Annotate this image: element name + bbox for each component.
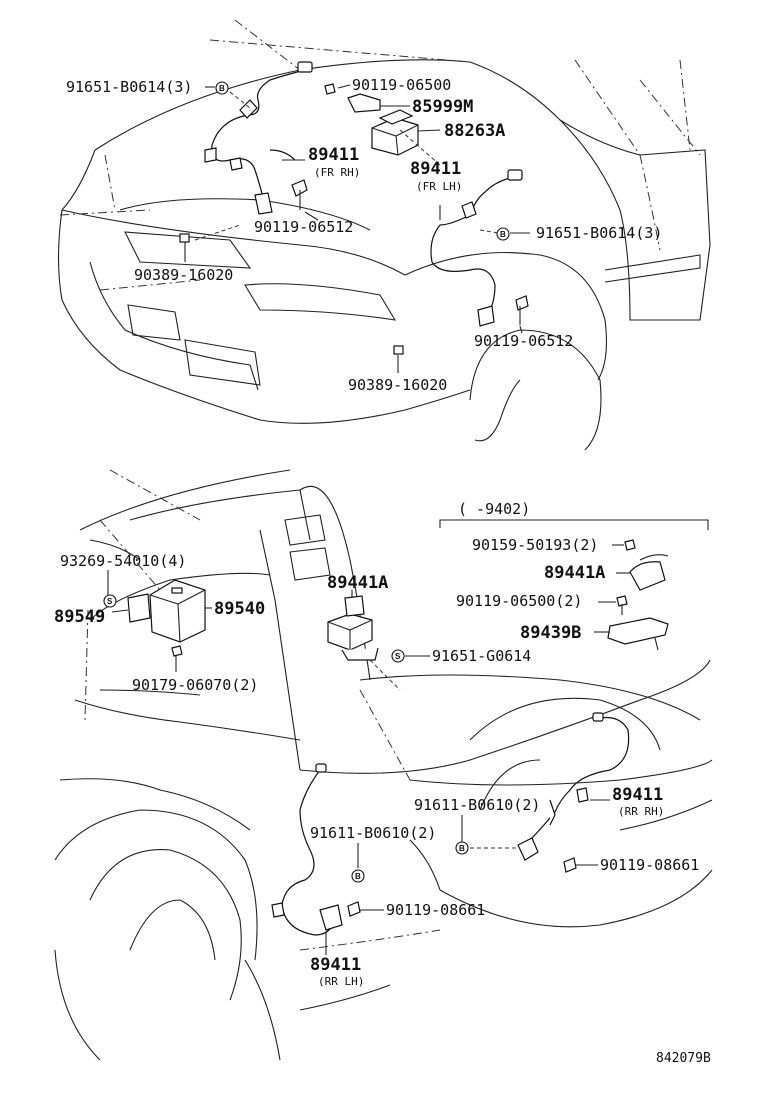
bolt-sensor [624,539,636,551]
bolt-fr-rh [291,179,308,197]
label-actuator: 88263A [444,121,505,141]
label-clip-right: 91651-B0614(3) [536,224,662,242]
rear-parts [127,539,669,936]
bolt-rr-rh [563,857,577,873]
clip-nut-bottom [393,345,404,355]
sensor-fr-rh-harness [211,69,306,206]
label-sensor-fr-rh-side: (FR RH) [314,166,360,179]
sensor-rr-rh-connector [592,712,604,722]
symbol-b-rr-rh: B [455,841,469,855]
sensor-rr-lh-connector [315,763,327,773]
label-bolt-sensor: 90159-50193(2) [472,536,598,554]
label-sensor-rr-rh: 89411 [612,785,663,805]
symbol-b-rr-lh: B [351,869,365,883]
sensor-bracket [607,617,669,645]
actuator-bracket [347,93,381,113]
nut-ecu [171,645,183,657]
symbol-s-sensor: S [391,649,405,663]
diagram-code: 842079B [656,1051,711,1066]
label-bracket-ecu: 89549 [54,607,105,627]
bolt-rr-lh [347,901,361,917]
label-nut-ecu: 90179-06070(2) [132,676,258,694]
label-bolt-top: 90119-06500 [352,76,451,94]
label-sensor-fr-lh: 89411 [410,159,461,179]
label-sensor-fr-rh: 89411 [308,145,359,165]
label-bolt-rr-rh: 90119-08661 [600,856,699,874]
clip-nut-left [179,233,190,243]
label-clip-left: 91651-B0614(3) [66,78,192,96]
bolt-fr-lh [515,295,529,311]
svg-text:S: S [395,652,401,661]
label-bolt-sub: 90119-06500(2) [456,592,582,610]
svg-text:B: B [219,84,225,93]
svg-text:B: B [459,844,465,853]
label-clip-rr-rh: 91611-B0610(2) [414,796,540,814]
label-clip-sensor: 91651-G0614 [432,647,531,665]
label-sensor-sub: 89441A [544,563,605,583]
label-sensor-rr-lh: 89411 [310,955,361,975]
label-bolt-rr-lh: 90119-08661 [386,901,485,919]
label-clip-nut-left: 90389-16020 [134,266,233,284]
label-clip-rr-lh: 91611-B0610(2) [310,824,436,842]
label-screw-ecu: 93269-54010(4) [60,552,186,570]
front-parts [179,61,529,355]
sensor-rr-lh-harness [281,769,336,936]
ecu-bracket [127,593,151,623]
rear-symbols: S S B B [103,594,469,883]
front-car-body [57,19,711,451]
abs-actuator [371,117,419,156]
svg-text:B: B [355,872,361,881]
front-leaders [184,84,530,373]
abs-ecu [149,579,206,643]
deceleration-sensor-alt [629,561,666,591]
label-sensor-fr-lh-side: (FR LH) [416,180,462,193]
svg-text:B: B [500,230,506,239]
label-sensor-rr-rh-side: (RR RH) [618,805,664,818]
front-labels: 91651-B0614(3) 90119-06500 85999M 88263A… [66,76,662,394]
label-ecu: 89540 [214,599,265,619]
svg-text:S: S [107,597,113,606]
symbol-b-right: B [496,227,510,241]
front-symbols: B B [215,81,510,241]
label-clip-nut-bottom: 90389-16020 [348,376,447,394]
label-sensor-main: 89441A [327,573,388,593]
sensor-fr-lh-connector [507,169,523,181]
rear-leaders [107,519,709,955]
label-bracket: 85999M [412,97,473,117]
sensor-fr-rh-connector [297,61,313,73]
sensor-fr-lh-harness [430,177,511,321]
label-sensor-rr-lh-side: (RR LH) [318,975,364,988]
label-bolt-rh: 90119-06512 [254,218,353,236]
symbol-s-ecu: S [103,594,117,608]
symbol-b-left: B [215,81,229,95]
rear-labels: ( -9402) 93269-54010(4) 90159-50193(2) 8… [54,500,699,988]
bolt-sub [616,595,628,607]
rear-car-body [54,469,713,1061]
label-range-note: ( -9402) [458,500,530,518]
sensor-rr-rh-harness [529,716,630,841]
bolt-top [324,83,336,95]
label-bolt-lh: 90119-06512 [474,332,573,350]
label-bracket-sub: 89439B [520,623,581,643]
